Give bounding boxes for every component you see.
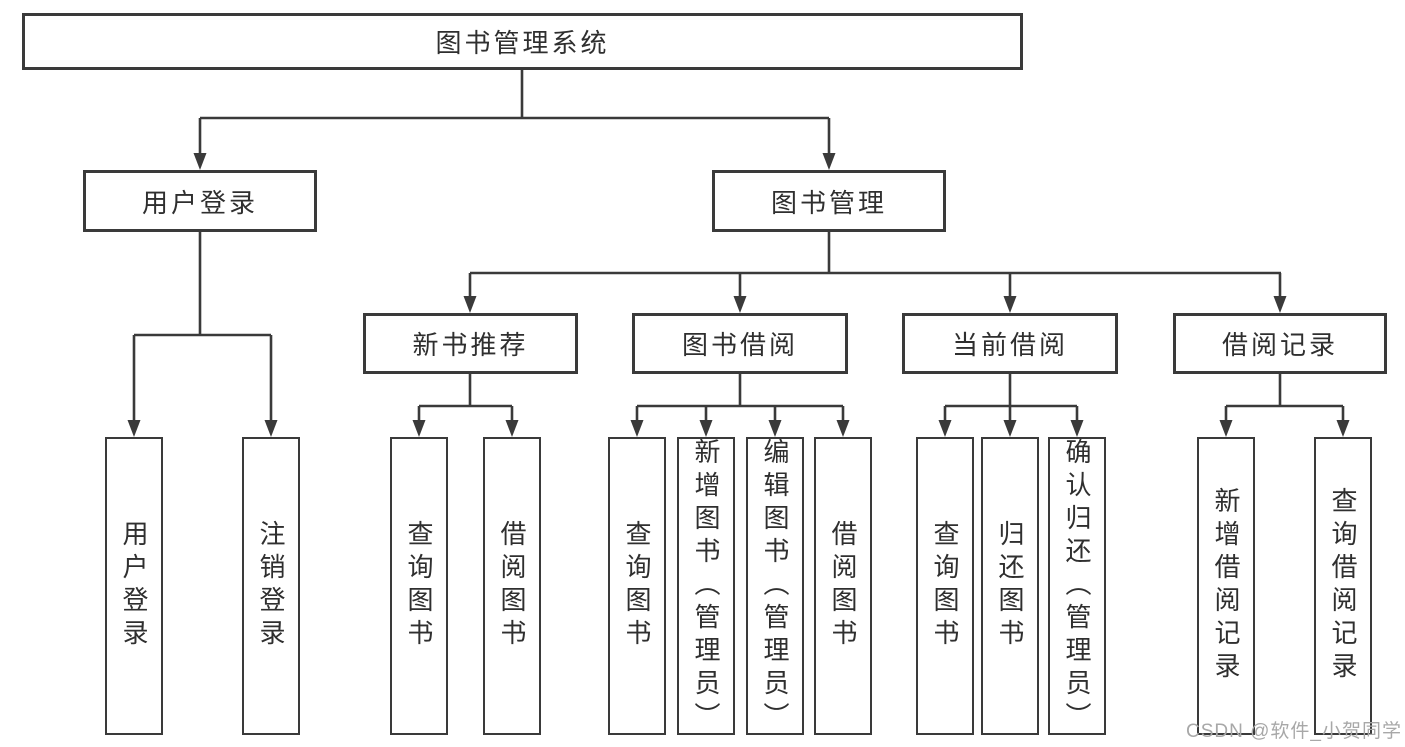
leaf-borrow-book-recommend: 借阅图书 <box>483 437 541 735</box>
leaf-label: 确认归还（管理员） <box>1062 437 1092 735</box>
leaf-label: 查询图书 <box>404 520 434 652</box>
leaf-label: 编辑图书（管理员） <box>760 437 790 735</box>
leaf-label: 用户登录 <box>119 520 149 652</box>
leaf-label: 归还图书 <box>995 520 1025 652</box>
leaf-query-book-recommend: 查询图书 <box>390 437 448 735</box>
node-new-book-recommend: 新书推荐 <box>363 313 578 374</box>
csdn-watermark: CSDN @软件_小贺同学 <box>1186 721 1402 742</box>
leaf-label: 查询借阅记录 <box>1328 487 1358 685</box>
leaf-query-book-current: 查询图书 <box>916 437 974 735</box>
node-book-management: 图书管理 <box>712 170 946 232</box>
node-label: 借阅记录 <box>1221 330 1338 360</box>
leaf-label: 注销登录 <box>256 520 286 652</box>
leaf-add-book-admin: 新增图书（管理员） <box>677 437 735 735</box>
leaf-label: 新增图书（管理员） <box>691 437 721 735</box>
node-book-borrow: 图书借阅 <box>632 313 848 374</box>
leaf-logout: 注销登录 <box>242 437 300 735</box>
node-label: 用户登录 <box>141 187 258 218</box>
node-borrow-record: 借阅记录 <box>1173 313 1387 374</box>
leaf-confirm-return-admin: 确认归还（管理员） <box>1048 437 1106 735</box>
leaf-label: 查询图书 <box>930 520 960 652</box>
leaf-query-borrow-record: 查询借阅记录 <box>1314 437 1372 735</box>
node-label: 当前借阅 <box>951 330 1068 360</box>
node-label: 图书管理 <box>770 187 887 218</box>
leaf-label: 借阅图书 <box>497 520 527 652</box>
node-library-management-system: 图书管理系统 <box>22 13 1023 70</box>
leaf-label: 借阅图书 <box>828 520 858 652</box>
leaf-return-book: 归还图书 <box>981 437 1039 735</box>
leaf-label: 查询图书 <box>622 520 652 652</box>
leaf-add-borrow-record: 新增借阅记录 <box>1197 437 1255 735</box>
leaf-label: 新增借阅记录 <box>1211 487 1241 685</box>
node-label: 图书管理系统 <box>435 28 610 58</box>
node-label: 新书推荐 <box>412 330 529 360</box>
leaf-user-login: 用户登录 <box>105 437 163 735</box>
leaf-edit-book-admin: 编辑图书（管理员） <box>746 437 804 735</box>
node-user-login: 用户登录 <box>83 170 317 232</box>
node-label: 图书借阅 <box>681 330 798 360</box>
leaf-query-book-borrow: 查询图书 <box>608 437 666 735</box>
leaf-borrow-book: 借阅图书 <box>814 437 872 735</box>
node-current-borrow: 当前借阅 <box>902 313 1118 374</box>
